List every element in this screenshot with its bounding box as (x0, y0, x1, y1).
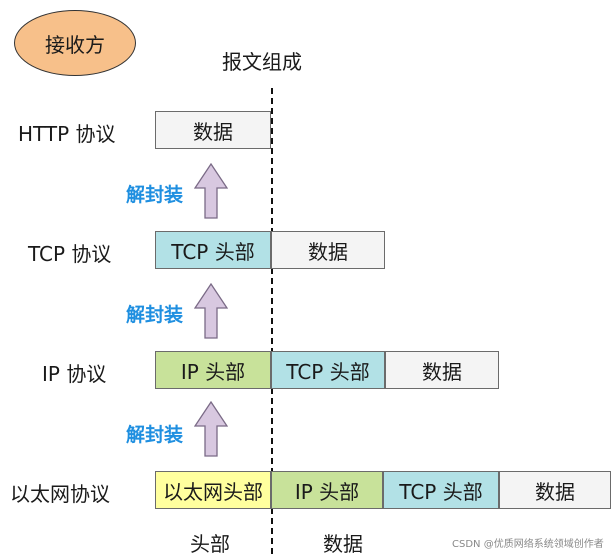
http-data-segment: 数据 (155, 111, 271, 149)
receiver-label: 接收方 (45, 32, 105, 57)
up-arrow-icon (194, 163, 228, 219)
layer-label-tcp: TCP 协议 (28, 242, 112, 266)
eth-data-segment: 数据 (499, 471, 611, 509)
decap-label-2: 解封装 (126, 304, 184, 326)
bottom-header-label: 头部 (190, 532, 230, 556)
eth-ip-header-segment: IP 头部 (271, 471, 383, 509)
up-arrow-icon (194, 401, 228, 457)
tcp-data-segment: 数据 (271, 231, 385, 269)
ip-tcp-header-segment: TCP 头部 (271, 351, 385, 389)
ip-header-segment: IP 头部 (155, 351, 271, 389)
bottom-data-label: 数据 (323, 532, 363, 556)
watermark: CSDN @优质网络系统领域创作者 (452, 539, 604, 550)
receiver-node: 接收方 (14, 10, 136, 76)
layer-label-ip: IP 协议 (42, 362, 107, 386)
layer-label-http: HTTP 协议 (18, 122, 116, 146)
decap-label-1: 解封装 (126, 184, 184, 206)
layer-label-ethernet: 以太网协议 (10, 482, 110, 506)
tcp-header-segment: TCP 头部 (155, 231, 271, 269)
diagram-title: 报文组成 (222, 50, 302, 74)
header-data-divider (271, 88, 273, 554)
eth-tcp-header-segment: TCP 头部 (383, 471, 499, 509)
up-arrow-icon (194, 283, 228, 339)
ip-data-segment: 数据 (385, 351, 499, 389)
decap-label-3: 解封装 (126, 424, 184, 446)
eth-header-segment: 以太网头部 (155, 471, 271, 509)
